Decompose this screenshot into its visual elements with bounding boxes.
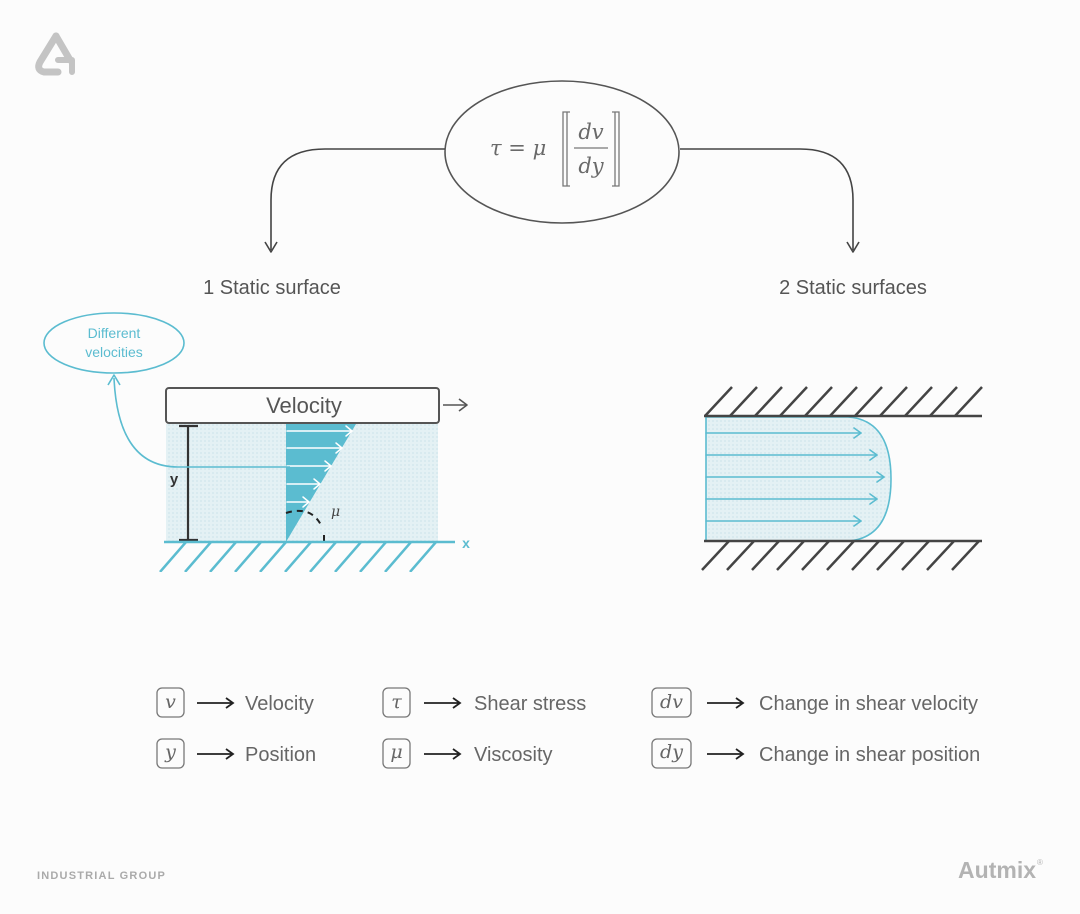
callout-bubble bbox=[43, 312, 185, 374]
legend-arrow-icon bbox=[424, 748, 462, 760]
legend-meaning: Change in shear position bbox=[759, 744, 980, 766]
legend-symbol: v bbox=[165, 691, 176, 713]
legend-symbol: dy bbox=[660, 741, 683, 763]
top-wall-hatch bbox=[704, 386, 983, 416]
legend-meaning: Change in shear velocity bbox=[759, 693, 978, 715]
callout-pointer-arrow bbox=[107, 374, 290, 468]
legend-item: v Velocity bbox=[156, 687, 314, 718]
legend-item: y Position bbox=[156, 738, 316, 769]
legend-item: dv Change in shear velocity bbox=[651, 687, 978, 718]
formula-bubble: τ = μ dv dy bbox=[444, 80, 680, 224]
brand-registered-mark: ® bbox=[1037, 858, 1043, 867]
legend-meaning: Position bbox=[245, 744, 316, 766]
caption-two-surfaces: 2 Static surfaces bbox=[779, 277, 927, 299]
mu-label: μ bbox=[331, 504, 340, 520]
x-axis-label: x bbox=[462, 535, 470, 551]
logo-mark-icon bbox=[35, 32, 75, 76]
legend-arrow-icon bbox=[424, 697, 462, 709]
legend-item: dy Change in shear position bbox=[651, 738, 980, 769]
profile-arrows bbox=[286, 425, 353, 508]
legend-symbol: y bbox=[164, 741, 176, 763]
legend-arrow-icon bbox=[197, 697, 235, 709]
single-surface-diagram: Velocity y μ x bbox=[43, 312, 470, 572]
formula-lhs: τ = μ bbox=[490, 136, 546, 160]
formula-denominator: dy bbox=[578, 154, 604, 178]
legend-arrow-icon bbox=[197, 748, 235, 760]
legend: v Velocity τ Shear stress dv Change in s… bbox=[156, 687, 980, 769]
legend-meaning: Velocity bbox=[245, 693, 314, 715]
parabolic-fluid-region bbox=[705, 416, 892, 542]
static-surface-hatch bbox=[159, 542, 437, 572]
connector-left-arrow bbox=[264, 148, 445, 253]
connector-right-arrow bbox=[680, 148, 860, 253]
bottom-wall-hatch bbox=[701, 541, 980, 571]
legend-symbol: dv bbox=[660, 691, 683, 713]
y-dimension-marker bbox=[179, 424, 198, 542]
plate-direction-arrow-icon bbox=[443, 398, 468, 412]
legend-arrow-icon bbox=[707, 697, 745, 709]
legend-meaning: Shear stress bbox=[474, 693, 586, 715]
callout-line-1: Different bbox=[88, 325, 141, 341]
two-surface-diagram bbox=[701, 386, 983, 571]
caption-one-surface: 1 Static surface bbox=[203, 277, 341, 299]
velocity-plate bbox=[165, 387, 440, 424]
brand-logo: Autmix bbox=[958, 857, 1036, 883]
legend-arrow-icon bbox=[707, 748, 745, 760]
legend-meaning: Viscosity bbox=[474, 744, 553, 766]
callout-line-2: velocities bbox=[85, 344, 143, 360]
legend-symbol: μ bbox=[390, 741, 402, 763]
formula-numerator: dv bbox=[578, 120, 603, 144]
legend-item: τ Shear stress bbox=[382, 687, 586, 718]
legend-symbol: τ bbox=[391, 691, 402, 713]
mu-angle-arc bbox=[285, 509, 323, 528]
flow-arrows bbox=[705, 427, 885, 527]
y-axis-label: y bbox=[170, 471, 179, 488]
footer-tagline: INDUSTRIAL GROUP bbox=[37, 870, 166, 882]
velocity-plate-label: Velocity bbox=[266, 393, 342, 418]
velocity-profile bbox=[286, 424, 356, 542]
legend-item: μ Viscosity bbox=[382, 738, 553, 769]
